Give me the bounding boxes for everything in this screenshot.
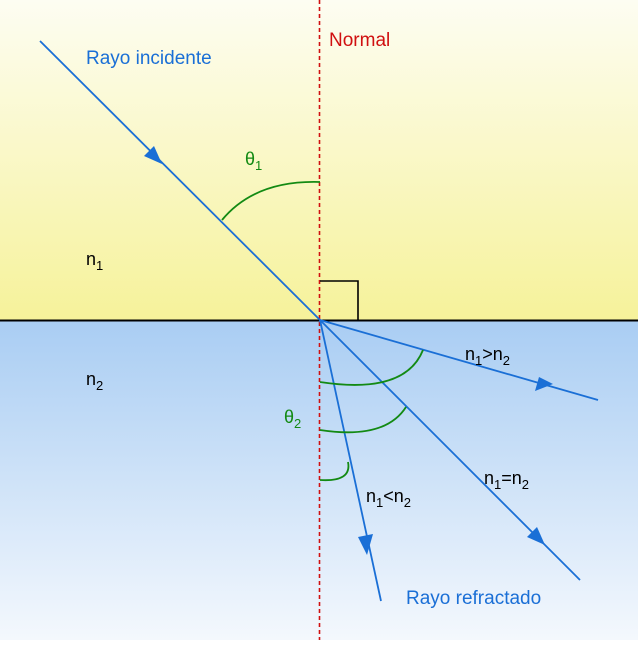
refracted-ray-n1-greater-arrowhead	[535, 377, 553, 391]
refracted-ray-n1-less	[319, 319, 382, 602]
refracted-ray-n1-equal-arrowhead	[527, 527, 545, 545]
right-angle-marker	[320, 280, 359, 320]
n1-label: n1	[86, 249, 103, 273]
normal-label: Normal	[329, 30, 390, 51]
case-n1-less-n2-label: n1<n2	[366, 486, 411, 510]
theta2-arc-n1-equal	[319, 406, 407, 434]
theta1-arc	[221, 181, 321, 221]
case-n1-equal-n2-label: n1=n2	[484, 468, 529, 492]
incident-ray-arrowhead	[144, 146, 162, 164]
refracted-ray-n1-less-arrowhead	[358, 534, 373, 555]
case-n1-greater-n2-label: n1>n2	[465, 344, 510, 368]
theta1-label: θ1	[245, 149, 262, 173]
refracted-ray-label: Rayo refractado	[406, 588, 541, 609]
n2-label: n2	[86, 369, 103, 393]
incident-ray	[39, 40, 321, 321]
theta2-arc-n1-greater	[319, 349, 424, 386]
theta2-arc-n1-less	[319, 461, 350, 482]
refracted-ray-n1-greater	[319, 319, 599, 401]
theta2-label: θ2	[284, 407, 301, 431]
incident-ray-label: Rayo incidente	[86, 48, 212, 69]
